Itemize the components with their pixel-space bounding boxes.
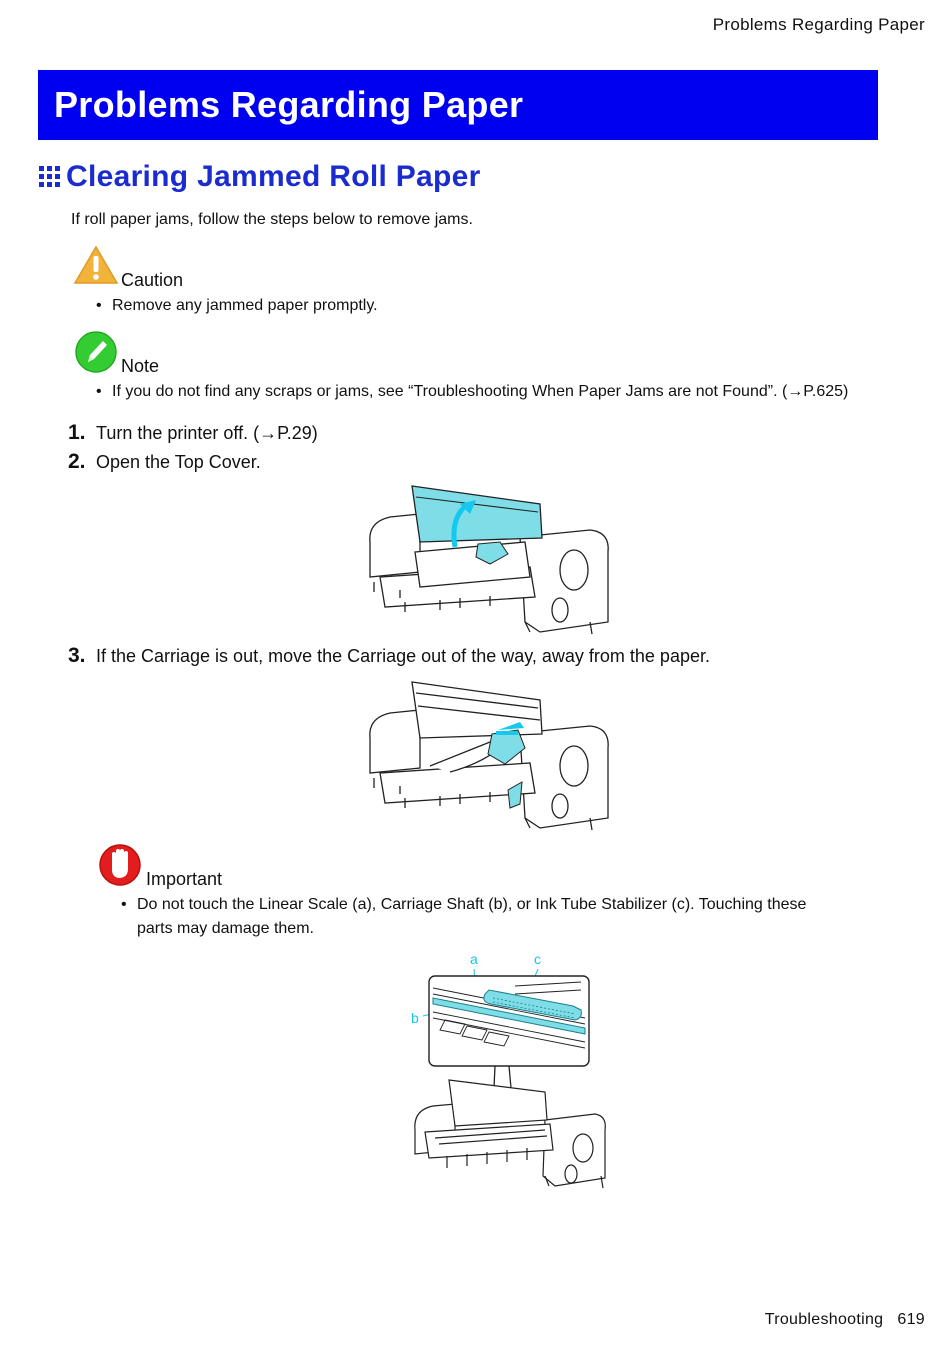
- caution-bullet: •Remove any jammed paper promptly.: [96, 297, 378, 314]
- important-label: Important: [146, 869, 223, 889]
- section-title: Clearing Jammed Roll Paper: [66, 160, 481, 193]
- move-carriage-illustration: [369, 681, 609, 831]
- grid-squares-icon: [39, 166, 60, 187]
- page-number: 619: [897, 1311, 925, 1328]
- note-bullet: •If you do not find any scraps or jams, …: [96, 383, 849, 400]
- running-header: Problems Regarding Paper: [712, 15, 925, 34]
- callout-c: c: [534, 951, 541, 967]
- callout-a: a: [470, 951, 478, 967]
- step-1: 1. Turn the printer off. (→P.29): [68, 421, 318, 444]
- warning-triangle-icon: [73, 245, 119, 284]
- footer-section: Troubleshooting: [764, 1311, 884, 1328]
- caution-label: Caution: [121, 270, 184, 290]
- page-footer: Troubleshooting 619: [765, 1311, 925, 1329]
- section-heading: Clearing Jammed Roll Paper: [38, 160, 481, 194]
- printer-open-cover-illustration: [369, 485, 609, 635]
- chapter-banner: Problems Regarding Paper: [38, 70, 878, 140]
- important-bullet: •Do not touch the Linear Scale (a), Carr…: [121, 896, 807, 913]
- intro-text: If roll paper jams, follow the steps bel…: [71, 211, 473, 228]
- step-3: 3. If the Carriage is out, move the Carr…: [68, 644, 710, 667]
- pencil-note-icon: [75, 331, 117, 373]
- linear-scale-detail-illustration: [414, 968, 606, 1189]
- chapter-title: Problems Regarding Paper: [54, 84, 524, 125]
- stop-hand-icon: [99, 844, 141, 886]
- callout-b: b: [411, 1010, 419, 1026]
- step-2: 2. Open the Top Cover.: [68, 450, 261, 473]
- note-label: Note: [121, 356, 160, 376]
- important-bullet-continuation: parts may damage them.: [137, 920, 314, 937]
